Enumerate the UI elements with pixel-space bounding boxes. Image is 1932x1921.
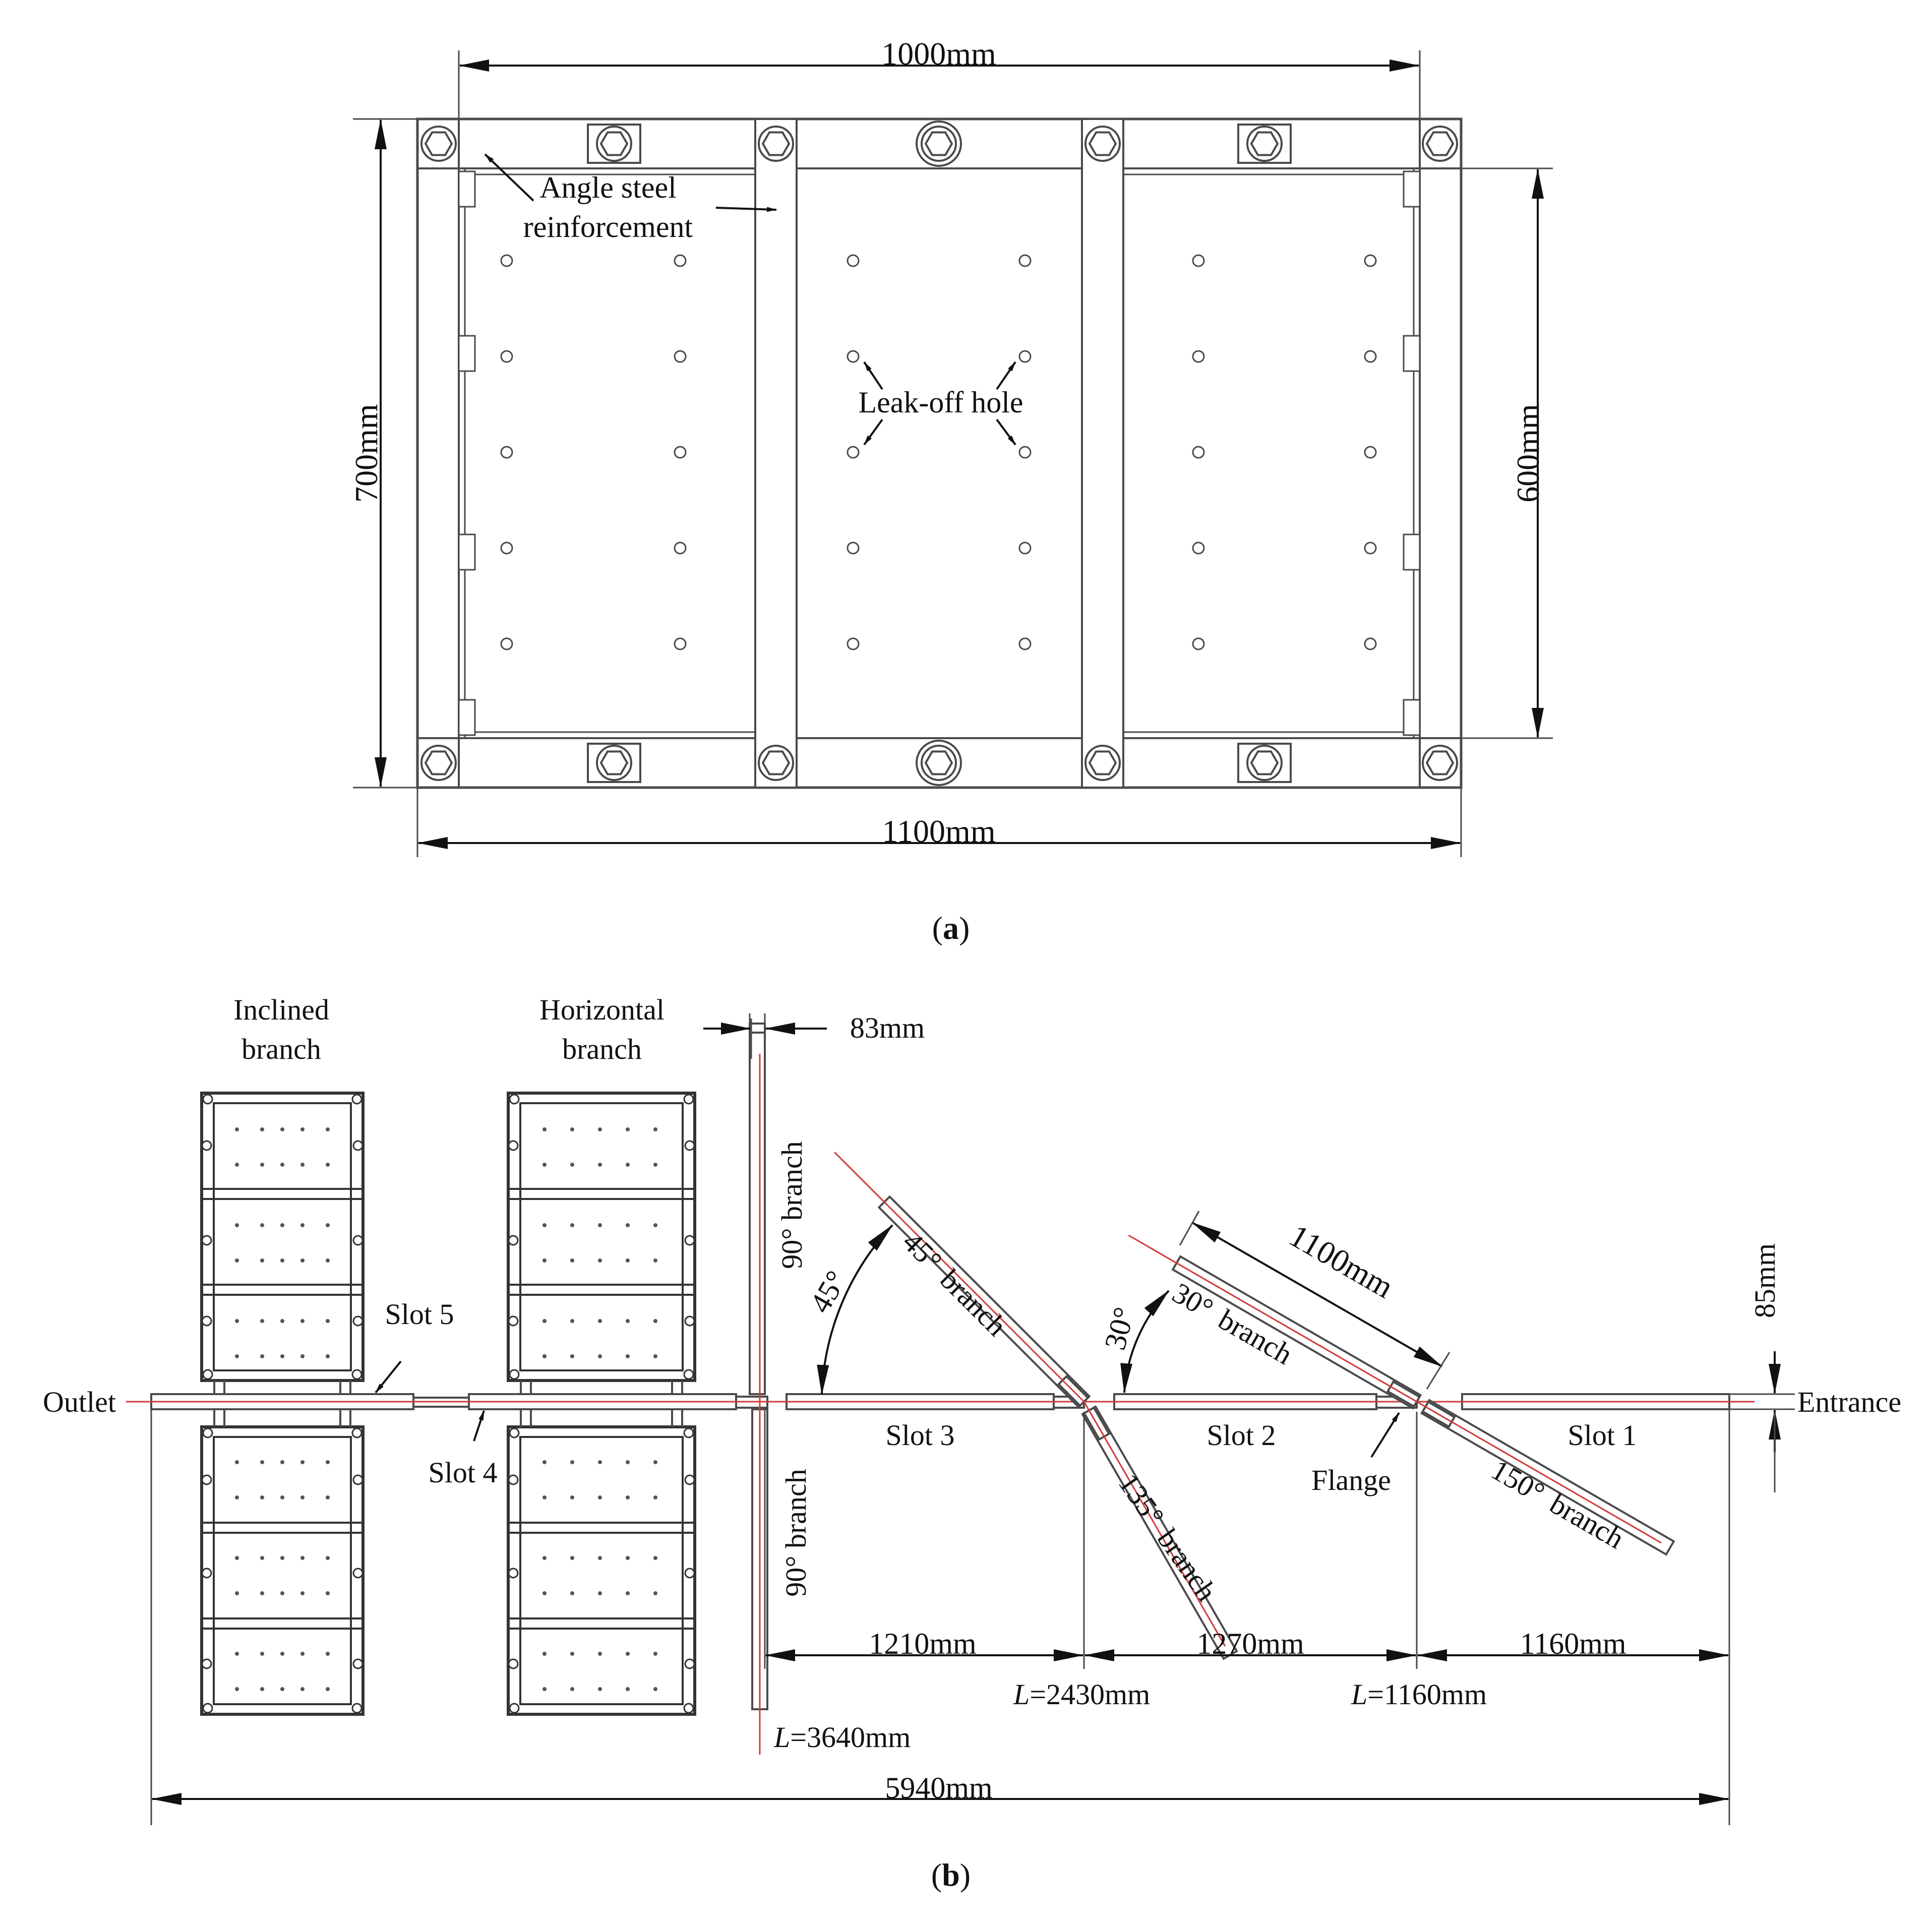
dim-600mm: 600mm — [1510, 404, 1546, 503]
panel-b-dimensions — [150, 1018, 1795, 1825]
label-inclined-branch: Inclined — [233, 993, 329, 1026]
label-slot-2: Slot 2 — [1207, 1419, 1276, 1452]
label-90-branch-bottom: 90° branch — [779, 1469, 812, 1597]
panel-a-dimensions — [353, 50, 1553, 857]
label-slot-3: Slot 3 — [886, 1419, 955, 1452]
dim-1270mm: 1270mm — [1196, 1627, 1304, 1660]
label-angle-steel: Angle steel — [539, 171, 677, 204]
label-45-branch: 45°branch — [896, 1225, 1013, 1342]
dim-85mm: 85mm — [1748, 1243, 1781, 1318]
label-angle-45: 45° — [803, 1265, 853, 1318]
label-flange: Flange — [1311, 1464, 1391, 1496]
label-angle-steel-reinforcement: reinforcement — [523, 210, 693, 244]
label-leak-off-hole: Leak-off hole — [858, 386, 1023, 419]
label-horizontal-branch-2: branch — [562, 1033, 642, 1065]
label-L-2430: L=2430mm — [1013, 1678, 1150, 1711]
branch-45 — [833, 1151, 1091, 1409]
label-horizontal-branch: Horizontal — [539, 993, 665, 1026]
label-L-1160: L=1160mm — [1351, 1678, 1487, 1711]
dim-700mm: 700mm — [348, 404, 384, 503]
caption-a: (a) — [932, 910, 970, 946]
label-entrance: Entrance — [1797, 1386, 1901, 1418]
annotation-arrows-a — [484, 153, 1016, 446]
dim-1160mm: 1160mm — [1520, 1627, 1626, 1660]
dim-1210mm: 1210mm — [869, 1627, 976, 1660]
label-outlet: Outlet — [43, 1386, 116, 1418]
caption-b: (b) — [931, 1857, 971, 1893]
label-90-branch-top: 90° branch — [775, 1141, 808, 1269]
branch-150 — [1416, 1399, 1675, 1556]
panel-a-frame-drawing — [416, 117, 1463, 789]
label-slot-4: Slot 4 — [429, 1456, 498, 1489]
inclined-branch-frames — [200, 1092, 365, 1716]
label-slot-1: Slot 1 — [1568, 1419, 1637, 1452]
branch-30 — [1128, 1234, 1422, 1410]
dim-83mm: 83mm — [850, 1011, 925, 1044]
dim-1000mm: 1000mm — [881, 36, 996, 72]
dim-1100mm: 1100mm — [882, 813, 995, 849]
horizontal-branch-frames — [507, 1092, 696, 1716]
label-slot-5: Slot 5 — [385, 1298, 454, 1331]
label-L-3640: L=3640mm — [773, 1721, 911, 1754]
label-135-branch: 135°branch — [1112, 1468, 1224, 1607]
label-inclined-branch-2: branch — [241, 1033, 321, 1065]
dim-1100mm-branch: 1100mm — [1283, 1217, 1400, 1305]
annotation-arrows-b — [375, 1360, 1400, 1458]
main-slot-pipe — [126, 1393, 1755, 1410]
dim-5940mm: 5940mm — [885, 1771, 992, 1805]
